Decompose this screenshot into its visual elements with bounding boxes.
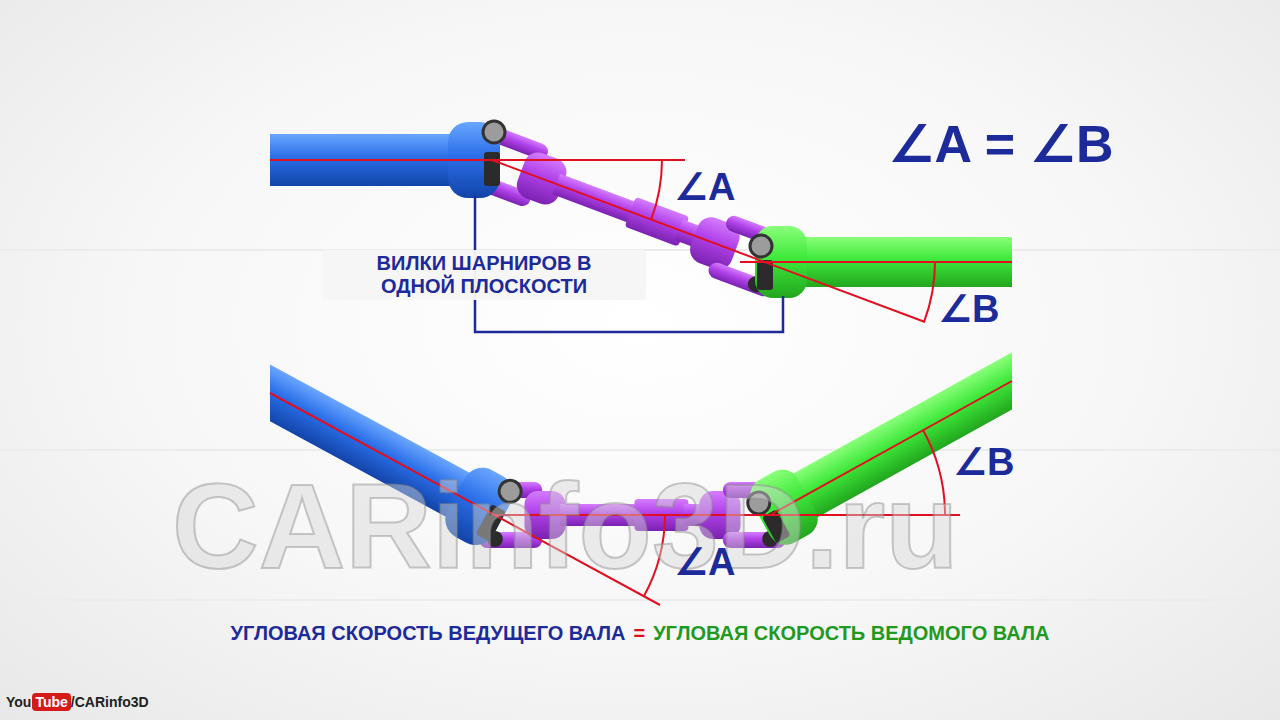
angle-arc (924, 262, 935, 322)
angle-label: ∠A (674, 168, 736, 206)
angle-arc (651, 160, 662, 220)
equation-label: ∠A = ∠B (888, 118, 1114, 170)
background-line (0, 449, 1280, 451)
axis-line (270, 159, 685, 161)
caption-part: = (633, 622, 645, 645)
caption-part: УГЛОВАЯ СКОРОСТЬ ВЕДУЩЕГО ВАЛА (231, 622, 626, 645)
channel-logo: Tube (32, 693, 70, 711)
caption-row: УГЛОВАЯ СКОРОСТЬ ВЕДУЩЕГО ВАЛА = УГЛОВАЯ С… (0, 622, 1280, 645)
caption-part: УГЛОВАЯ СКОРОСТЬ ВЕДОМОГО ВАЛА (653, 622, 1049, 645)
callout-note: ВИЛКИ ШАРНИРОВ В ОДНОЙ ПЛОСКОСТИ (322, 250, 646, 300)
top-angle-lines (270, 160, 1012, 322)
channel-name: /CARinfo3D (71, 694, 149, 710)
angle-label: ∠B (938, 290, 1000, 328)
angle-label: ∠B (953, 443, 1015, 481)
channel-row: YouTube/CARinfo3D (6, 693, 149, 711)
angle-label: ∠A (674, 543, 736, 581)
watermark: CARinfo3D.ru (172, 466, 959, 586)
background-lines (0, 250, 1280, 600)
channel-logo: You (6, 694, 31, 710)
background-line (0, 599, 1280, 601)
axis-line (740, 261, 1012, 263)
